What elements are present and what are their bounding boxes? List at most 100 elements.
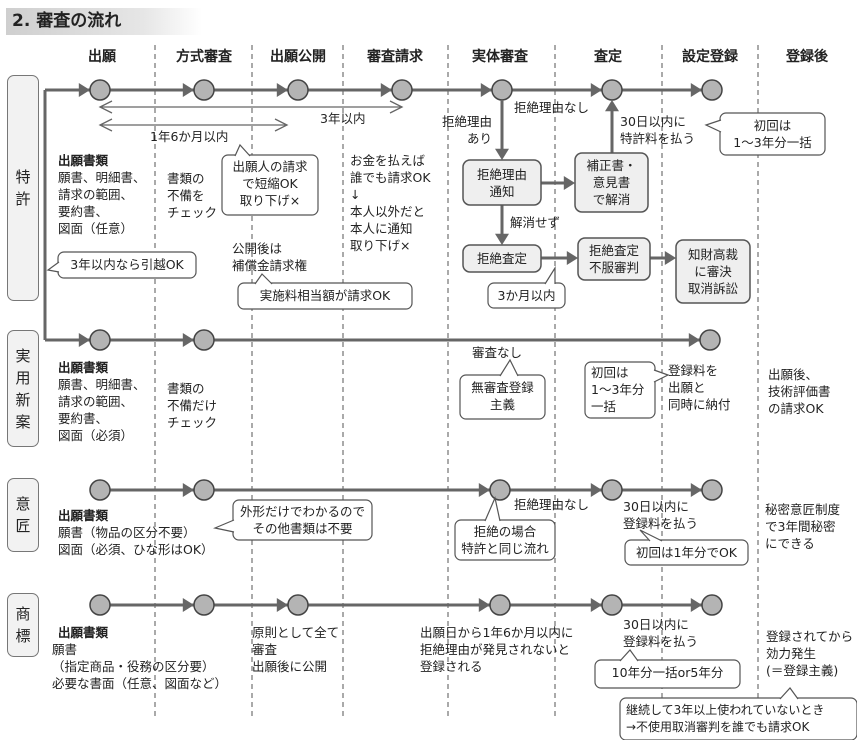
trademark-after-note: 登録されてから 効力発生 (＝登録主義) [766,629,854,678]
patent-docs: 願書、明細書、 請求の範囲、 要約書、 図面（任意） [58,170,146,236]
post-publication-note: 公開後は 補償金請求権 [232,241,308,273]
row-label-patent: 特 許 [7,75,39,301]
step-node [193,479,215,501]
callout-tail [499,358,519,377]
step-node [89,479,111,501]
callout-box [584,361,656,419]
appeal-shape [577,237,651,281]
arrow-head-icon [182,598,194,612]
column-header: 設定登録 [682,49,738,65]
callout-box [454,519,556,561]
arrow-head-icon [78,83,90,97]
step-node [701,594,723,616]
callout-box [221,154,319,216]
callout-tail [639,529,663,542]
arrow-head-icon [495,148,509,160]
design-docs: 願書（物品の区分不要） 図面（必須、ひな形はOK） [58,525,214,557]
arrow-head-icon [78,333,90,347]
ip-court-box: 知財高裁 に審決 取消訴訟 [687,247,738,296]
period-arrow-end [389,100,404,114]
callout-box [619,697,857,740]
patent-fee-note: 30日以内に 特許料を払う [620,114,696,146]
trademark-docs-title: 出願書類 [58,625,109,640]
utility-first-fee-callout: 初回は 1〜3年分 一括 [591,365,645,414]
early-publication-callout: 出願人の請求 で短縮OK 取り下げ× [232,159,308,208]
exam-request-note: お金を払えば 誰でも請求OK ↓ 本人以外だと 本人に通知 取り下げ× [350,153,431,253]
design-reject-callout: 拒絶の場合 特許と同じ流れ [461,524,549,556]
step-node [489,479,511,501]
callout-box [237,282,413,310]
step-node [287,79,309,101]
column-header: 方式審査 [176,49,232,65]
page-title: 2. 審査の流れ [6,8,202,35]
step-node [391,79,413,101]
patent-docs-title: 出願書類 [58,153,109,168]
no-reason-label: 拒絶理由なし [514,100,590,115]
design-docs-callout: 外形だけでわかるので その他書類は不要 [239,504,365,536]
step-node [489,594,511,616]
arrow-head-icon [690,598,702,612]
column-header: 実体審査 [472,49,528,65]
step-node [601,479,623,501]
arrow-head-icon [590,598,602,612]
callout-tail [653,369,670,383]
trademark-fee-note: 30日以内に 登録料を払う [623,617,699,649]
callout-box [719,112,826,156]
step-node [193,329,215,351]
rejection-notice-shape [462,159,542,206]
arrow-head-icon [664,251,676,265]
period-arrow-end [274,118,289,132]
arrow-head-icon [495,233,509,245]
step-node [601,79,623,101]
step-node [699,329,721,351]
column-header: 出願 [88,49,116,65]
arrow-head-icon [480,83,492,97]
no-exam-label: 審査なし [472,345,523,360]
callout-tail [212,519,235,533]
arrow-head-icon [478,598,490,612]
arrow-head-icon [690,83,702,97]
rejection-decision-box: 拒絶査定 [476,251,527,266]
utility-fee-note: 登録料を 出願と 同時に納付 [668,363,731,412]
arrow-head-icon [688,333,700,347]
arrow-head-icon [380,83,392,97]
amendment-shape [574,152,649,213]
callout-box [624,539,749,566]
callout-tail [46,261,60,273]
column-header: 登録後 [786,49,828,65]
callout-tail [704,119,722,133]
arrow-head-icon [182,83,194,97]
arrow-head-icon [478,483,490,497]
trademark-formal-note: 原則として全て 審査 出願後に公開 [252,625,340,674]
column-header: 出願公開 [270,49,326,65]
step-node [287,594,309,616]
step-node [701,479,723,501]
design-fee-note: 30日以内に 登録料を払う [623,499,699,531]
step-node [89,594,111,616]
arrow-head-icon [276,598,288,612]
utility-docs: 願書、明細書、 請求の範囲、 要約書、 図面（必須） [58,377,146,443]
royalty-callout: 実施料相当額が請求OK [259,288,391,303]
design-after-note: 秘密意匠制度 で3年間秘密 にできる [765,502,841,551]
callout-tail [544,265,556,285]
arrow-head-icon [182,483,194,497]
arrow-head-icon [566,251,578,265]
period-18-months: 1年6か月以内 [150,129,229,144]
row-label-design: 意 匠 [7,478,39,552]
appeal-deadline-callout: 3か月以内 [497,288,556,303]
callout-tail [254,273,273,285]
arrow-head-icon [605,100,619,112]
no-exam-callout: 無審査登録 主義 [471,380,534,412]
arrow-head-icon [276,83,288,97]
step-node [601,594,623,616]
design-no-reason-label: 拒絶理由なし [514,497,590,512]
trademark-docs: 願書 （指定商品・役務の区分要） 必要な書面（任意、図面など） [52,642,228,691]
non-use-callout: 継続して3年以上使われていないとき →不使用取消審判を誰でも請求OK [626,703,825,734]
amendment-box: 補正書・ 意見書 で解消 [586,158,637,207]
rejection-decision-shape [462,244,542,273]
arrow-head-icon [590,83,602,97]
row-label-trademark: 商 標 [7,593,39,657]
arrow-head-icon [182,333,194,347]
utility-after-note: 出願後、 技術評価書 の請求OK [768,367,831,416]
